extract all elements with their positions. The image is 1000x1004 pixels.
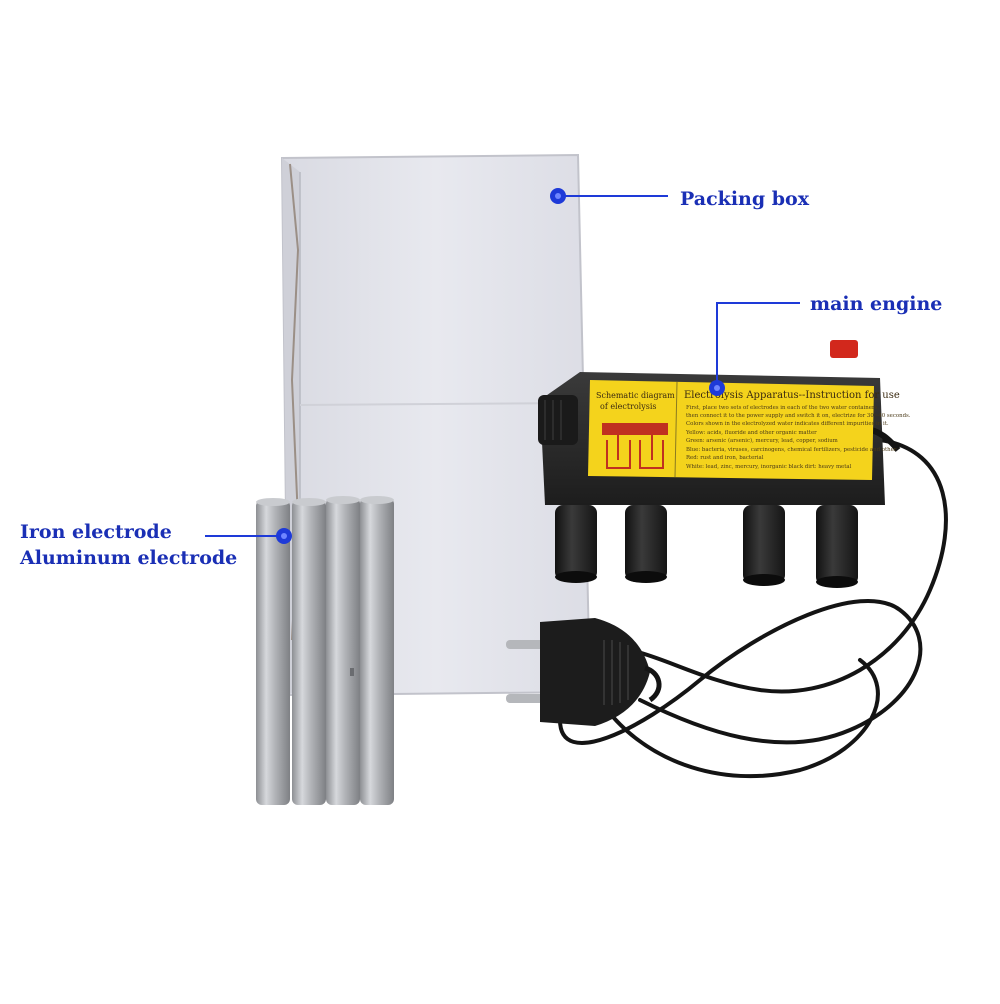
electrode-rod [326, 496, 360, 805]
callout-packing-box-pointer [550, 188, 668, 204]
cable-gland [538, 395, 578, 445]
aluminum-electrode-label: Aluminum electrode [20, 547, 238, 569]
panel-title: Electrolysis Apparatus--Instruction for … [684, 390, 900, 401]
electrode-rods [256, 496, 394, 805]
electrode-port [625, 505, 667, 583]
power-cord [558, 438, 948, 779]
instruction-line: Yellow: acids, fluoride and other organi… [685, 430, 817, 436]
instruction-line: Colors shown in the electrolyzed water i… [686, 421, 889, 427]
instruction-panel [588, 380, 874, 480]
electrode-rod [292, 498, 326, 805]
instruction-line: Green: arsenic (arsenic), mercury, lead,… [686, 437, 838, 444]
instruction-line: then connect it to the power supply and … [686, 413, 911, 419]
instruction-line: Red: rust and iron, bacterial [686, 455, 764, 461]
callout-main-engine-pointer [709, 302, 800, 396]
electrode-port [816, 505, 858, 588]
electrode-label: Iron electrode Aluminum electrode [20, 519, 237, 571]
electrolysis-diagram [602, 423, 668, 469]
iron-electrode-label: Iron electrode [20, 521, 172, 543]
power-plug [506, 618, 662, 726]
main-engine: Schematic diagram of electrolysis Electr… [538, 340, 911, 588]
main-engine-label: main engine [810, 293, 943, 315]
power-switch [830, 340, 858, 358]
electrode-rod [360, 496, 394, 805]
callout-electrode-pointer [205, 528, 292, 544]
instruction-line: First, place two sets of electrodes in e… [686, 405, 879, 411]
electrode-port [555, 505, 597, 583]
electrode-port [743, 505, 785, 586]
packing-box-label: Packing box [680, 188, 810, 210]
instruction-lines: First, place two sets of electrodes in e… [685, 405, 911, 470]
diagram-title-line1: Schematic diagram [596, 391, 675, 400]
instruction-line: Blue: bacteria, viruses, carcinogens, ch… [686, 447, 897, 453]
instruction-line: White: lead, zinc, mercury, inorganic bl… [686, 464, 852, 470]
electrode-rod [256, 498, 290, 805]
diagram-title-line2: of electrolysis [600, 402, 657, 411]
